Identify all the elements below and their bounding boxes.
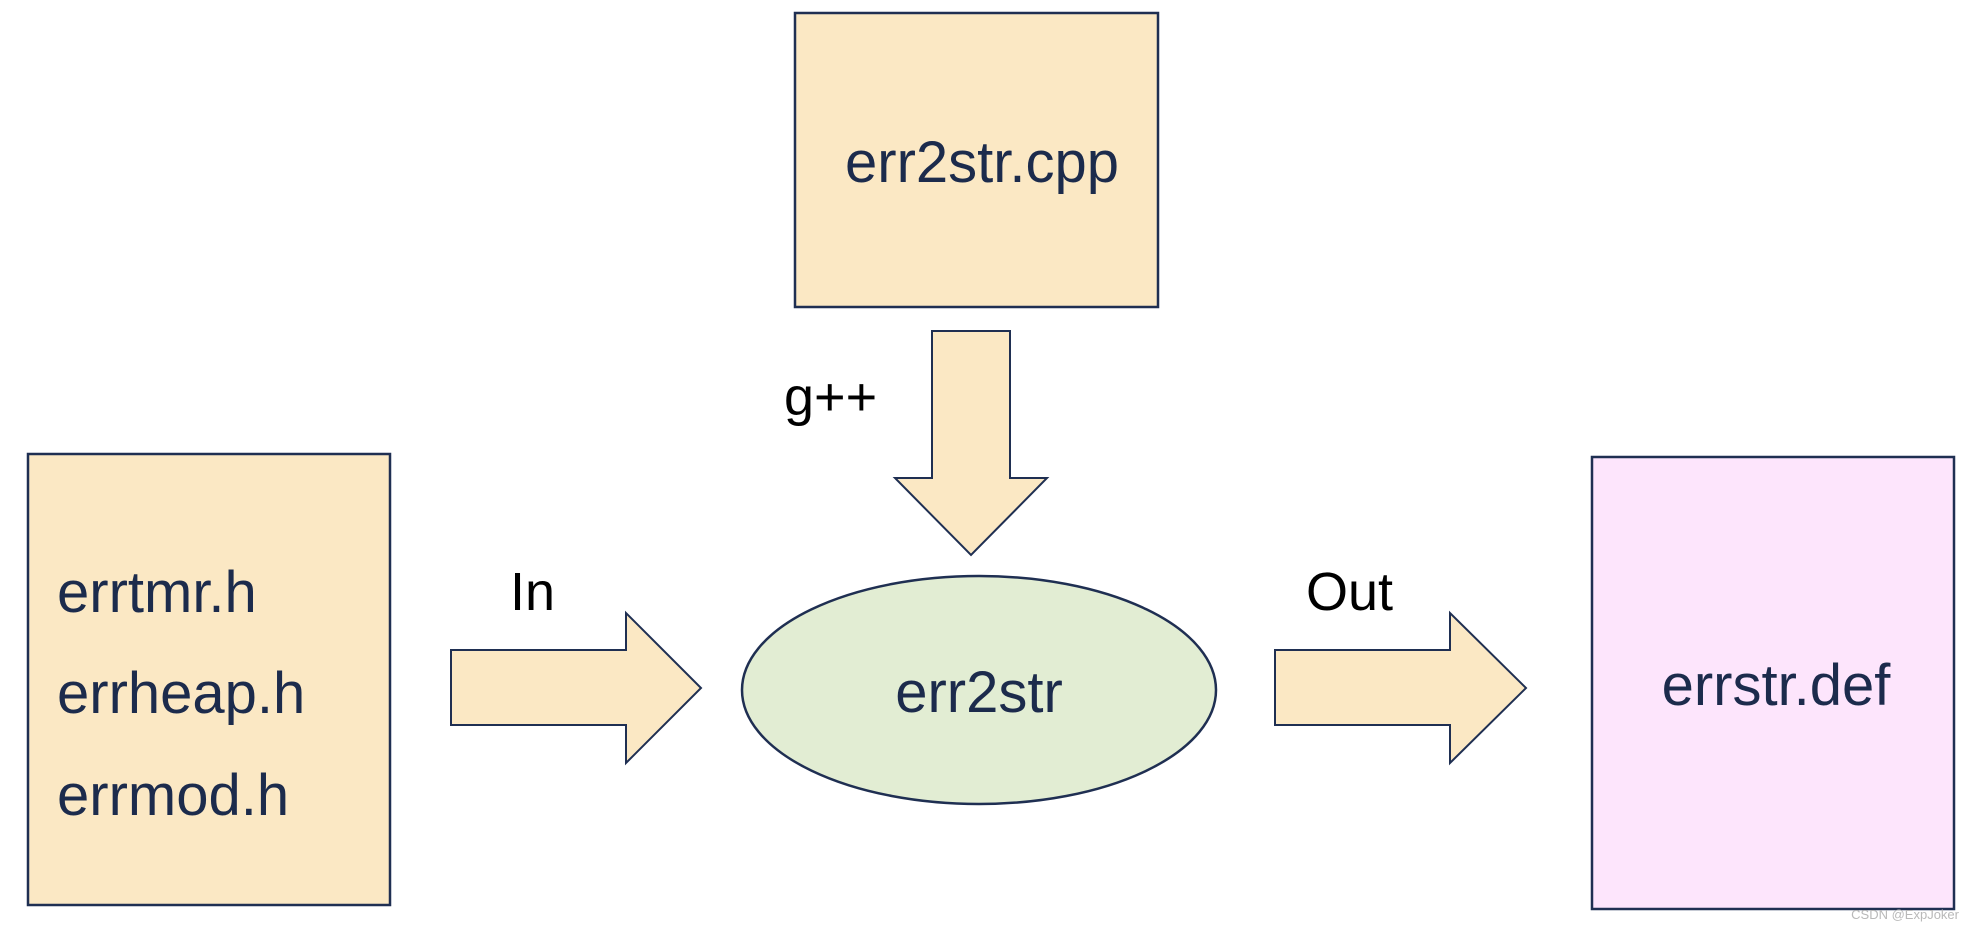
source-file-label: err2str.cpp: [845, 130, 1119, 195]
output-arrow-shape: [1274, 610, 1528, 766]
tool-node: err2str: [740, 574, 1218, 806]
source-file-box: [793, 11, 1160, 309]
output-arrow: Out: [1274, 562, 1528, 766]
tool-label: err2str: [895, 660, 1063, 725]
source-file-node: err2str.cpp: [793, 11, 1160, 309]
compile-arrow: g++: [784, 330, 1050, 557]
header-files-node: errtmr.h errheap.h errmod.h: [26, 452, 392, 907]
compile-arrow-label: g++: [784, 367, 877, 427]
tool-ellipse: [740, 574, 1218, 806]
header-file-errmod: errmod.h: [57, 763, 289, 828]
header-files-box: [26, 452, 392, 907]
header-file-errtmr: errtmr.h: [57, 560, 257, 625]
watermark: CSDN @ExpJoker: [1851, 907, 1959, 922]
compile-arrow-shape: [892, 330, 1050, 557]
header-file-errheap: errheap.h: [57, 661, 305, 726]
output-file-node: errstr.def: [1590, 455, 1956, 911]
output-file-box: [1590, 455, 1956, 911]
output-arrow-label: Out: [1306, 562, 1393, 622]
input-arrow-shape: [450, 610, 703, 766]
input-arrow: In: [450, 562, 703, 766]
input-arrow-label: In: [510, 562, 555, 622]
output-file-label: errstr.def: [1662, 653, 1892, 718]
